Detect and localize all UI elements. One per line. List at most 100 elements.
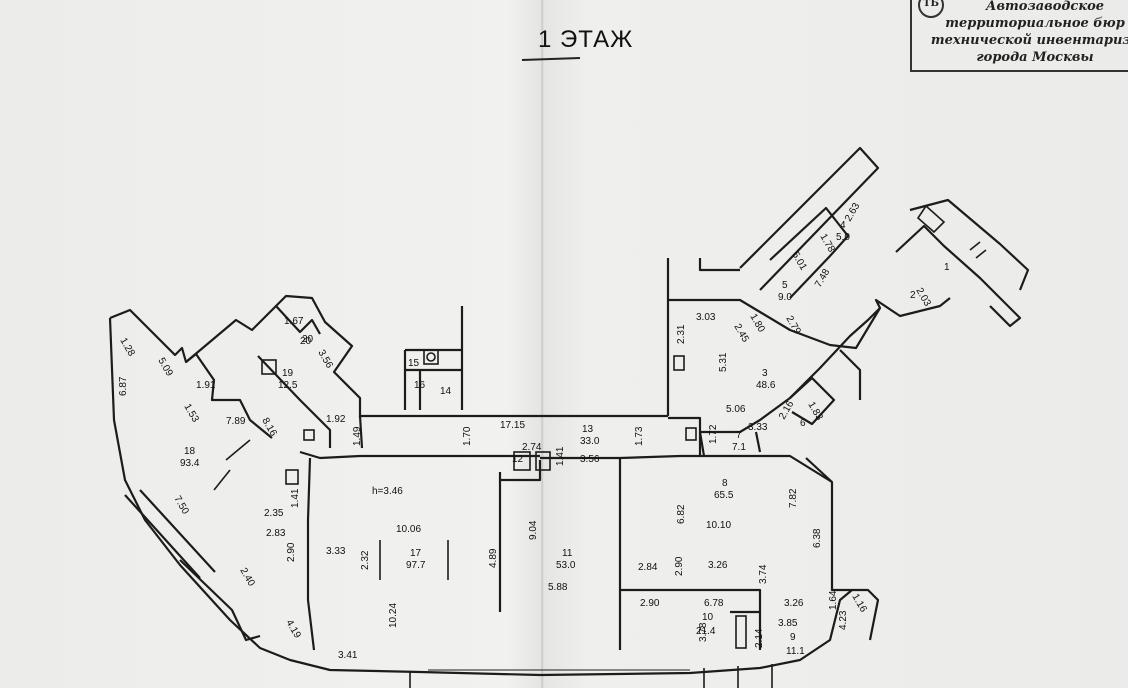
room-number: 11	[562, 548, 573, 559]
room-area: 33.0	[580, 436, 600, 447]
dimension-label: 3.78	[698, 622, 709, 642]
room-number: 20	[302, 334, 314, 345]
stamp-line: Автозаводское	[985, 0, 1105, 14]
dimension-label: 10.10	[706, 520, 731, 531]
room-number: 16	[414, 380, 426, 391]
dimension-label: 4.89	[488, 548, 499, 568]
dimension-label: 1.67	[284, 316, 304, 327]
dimension-label: 7.50	[171, 494, 190, 517]
dimension-label: 6.82	[676, 504, 687, 524]
dimension-label: 5.06	[726, 404, 746, 415]
dimension-label: 1.83	[805, 400, 824, 423]
dimension-label: 3.26	[708, 560, 728, 571]
dimension-label: 1.92	[326, 414, 346, 425]
dimension-label: 20	[300, 336, 312, 347]
dimension-label: 1.64	[828, 590, 839, 610]
dimension-label: 2.03	[913, 286, 932, 309]
room-8: 865.5	[714, 478, 734, 501]
dimension-label: 10.06	[396, 524, 421, 535]
room-number: 18	[184, 446, 196, 457]
seal-icon: ТБ	[918, 0, 944, 18]
floor-title: 1 ЭТАЖ	[538, 26, 634, 53]
dimension-label: 1.16	[849, 592, 868, 615]
room-area: 21.4	[696, 626, 716, 637]
room-7: 77.1	[732, 430, 746, 453]
dimension-label: 2.90	[286, 542, 297, 562]
dimension-label: 2.63	[843, 201, 862, 224]
dimension-label: 3.03	[696, 312, 716, 323]
dimension-label: 17.15	[500, 420, 525, 431]
dimension-label: 4.19	[283, 618, 302, 641]
room-2: 2	[910, 290, 916, 301]
dimension-label: 6.87	[118, 376, 129, 396]
dimension-label: 1.91	[196, 380, 216, 391]
walls	[108, 146, 1030, 677]
dimension-label: 5.01	[789, 250, 808, 273]
dimension-label: 1.49	[352, 426, 363, 446]
room-number: 8	[722, 478, 728, 489]
room-12: 12	[512, 454, 524, 465]
dimension-label: 3.33	[748, 422, 768, 433]
fixtures	[213, 204, 987, 688]
room-3: 348.6	[756, 368, 776, 391]
dimension-label: 1.73	[634, 426, 645, 446]
room-9: 911.1	[786, 632, 805, 657]
dimension-label: 7.89	[226, 416, 246, 427]
room-area: 53.0	[556, 560, 576, 571]
room-area: 5.0	[836, 232, 850, 243]
room-10: 10 21.4	[696, 612, 716, 637]
dimension-label: 5.09	[155, 356, 174, 379]
dimension-label: 2.83	[266, 528, 286, 539]
room-area: 97.7	[406, 560, 426, 571]
dimension-label: 3.33	[326, 546, 346, 557]
dimension-label: 2.40	[237, 566, 256, 589]
room-area: 93.4	[180, 458, 200, 469]
room-area: 11.1	[786, 646, 805, 657]
room-number: 15	[408, 358, 420, 369]
dimension-label: 2.84	[638, 562, 658, 573]
dimension-label: 2.45	[731, 322, 750, 345]
room-14: 14	[440, 386, 452, 397]
dimension-label: 3.41	[338, 650, 358, 661]
dimension-label: 1.41	[555, 446, 566, 466]
dimension-label: 6.78	[704, 598, 724, 609]
dimension-label: 1.72	[708, 424, 719, 444]
bti-stamp: ТБ Автозаводское территориальное бюр тех…	[910, 0, 1128, 72]
dimension-label: 1.28	[117, 336, 136, 359]
room-number: 17	[410, 548, 422, 559]
dimension-label: 1.70	[462, 426, 473, 446]
room-number: 6	[800, 418, 806, 429]
dimension-labels: 1.28 5.09 6.87 1.91 1.53 7.89 8.16 1.67 …	[117, 201, 932, 661]
dimension-label: 1.41	[290, 488, 301, 508]
room-number: 3	[762, 368, 768, 379]
dimension-label: 2.31	[676, 324, 687, 344]
ceiling-height-label: h=3.46	[372, 486, 403, 497]
stamp-line: территориальное бюр	[945, 16, 1125, 31]
room-4: 45.0	[836, 220, 850, 243]
room-6: 6	[800, 418, 806, 429]
dimension-label: 4.23	[838, 610, 849, 630]
dimension-label: 9.04	[528, 520, 539, 540]
room-number: 2	[910, 290, 916, 301]
room-number: 9	[790, 632, 796, 643]
room-5: 59.0	[778, 280, 792, 303]
room-20: 20	[302, 334, 314, 345]
room-area: 9.0	[778, 292, 792, 303]
room-labels: 1 2 348.6 45.0 59.0 6 77.1 865.5 911.1 1…	[180, 220, 950, 657]
paper-fold	[541, 0, 544, 688]
dimension-label: 2.16	[777, 399, 796, 422]
dimension-label: 2.90	[674, 556, 685, 576]
room-number: 12	[512, 454, 524, 465]
room-area: 7.1	[732, 442, 746, 453]
stamp-line: города Москвы	[976, 50, 1094, 65]
dimension-label: 2.90	[640, 598, 660, 609]
room-number: 10	[702, 612, 714, 623]
room-area: 12.5	[278, 380, 298, 391]
room-number: 1	[944, 262, 950, 273]
room-number: 4	[840, 220, 846, 231]
